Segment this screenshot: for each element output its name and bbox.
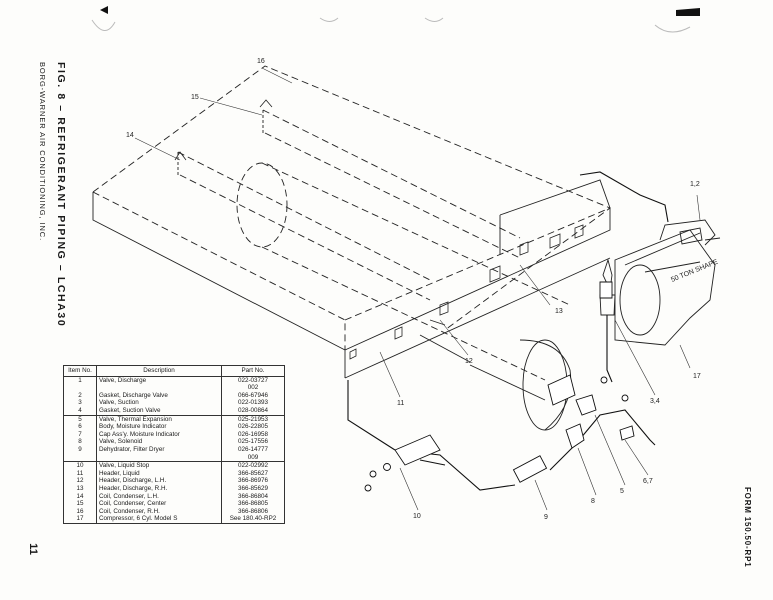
callout-3-4: 3,4 — [650, 398, 660, 405]
callout-11: 11 — [397, 400, 404, 407]
condenser-coil-outline — [92, 65, 611, 379]
callout-15: 15 — [191, 94, 199, 101]
gasket-ring-10b — [369, 470, 377, 478]
callout-5: 5 — [620, 488, 624, 495]
callout-numbers: 14 15 16 1,2 13 12 11 3,4 17 5 6,7 8 9 1… — [126, 58, 701, 521]
expansion-valve-5 — [575, 394, 597, 416]
callout-1-2: 1,2 — [690, 181, 700, 188]
callout-8: 8 — [591, 498, 595, 505]
corner-mark — [676, 8, 700, 16]
callout-17: 17 — [693, 373, 701, 380]
header-description: Description — [96, 365, 222, 377]
fitting-2 — [600, 376, 608, 384]
fitting — [621, 394, 629, 402]
compressor-17 — [599, 219, 721, 346]
solenoid-valve-8 — [565, 423, 585, 449]
refrigerant-piping — [347, 171, 669, 491]
header-part-no: Part No. — [221, 365, 285, 377]
moisture-indicator-6 — [619, 425, 635, 441]
discharge-valve-1 — [599, 281, 613, 299]
components — [364, 281, 635, 492]
compressor-label: 50 TON SHAPE — [670, 259, 719, 284]
callout-6-7: 6,7 — [643, 478, 653, 485]
gasket-ring-10a — [383, 463, 391, 471]
callout-10: 10 — [413, 513, 421, 520]
callout-12: 12 — [465, 358, 473, 365]
callout-14: 14 — [126, 132, 134, 139]
liquid-stop-valve-10 — [394, 434, 441, 466]
coil-header-fittings — [174, 99, 584, 360]
corner-mark-left — [100, 6, 108, 14]
callout-16: 16 — [257, 58, 265, 65]
callout-9: 9 — [544, 514, 548, 521]
binder-marks — [91, 17, 691, 33]
header-item-no: Item No. — [63, 365, 97, 377]
cooler-cylinder — [236, 162, 572, 431]
suction-valve-3 — [547, 374, 576, 406]
parts-table-header: Item No. Description Part No. — [63, 365, 285, 377]
filter-dryer-9 — [512, 455, 548, 483]
leader-lines — [134, 67, 701, 511]
valve-cap-10 — [364, 484, 372, 492]
callout-13: 13 — [555, 308, 563, 315]
